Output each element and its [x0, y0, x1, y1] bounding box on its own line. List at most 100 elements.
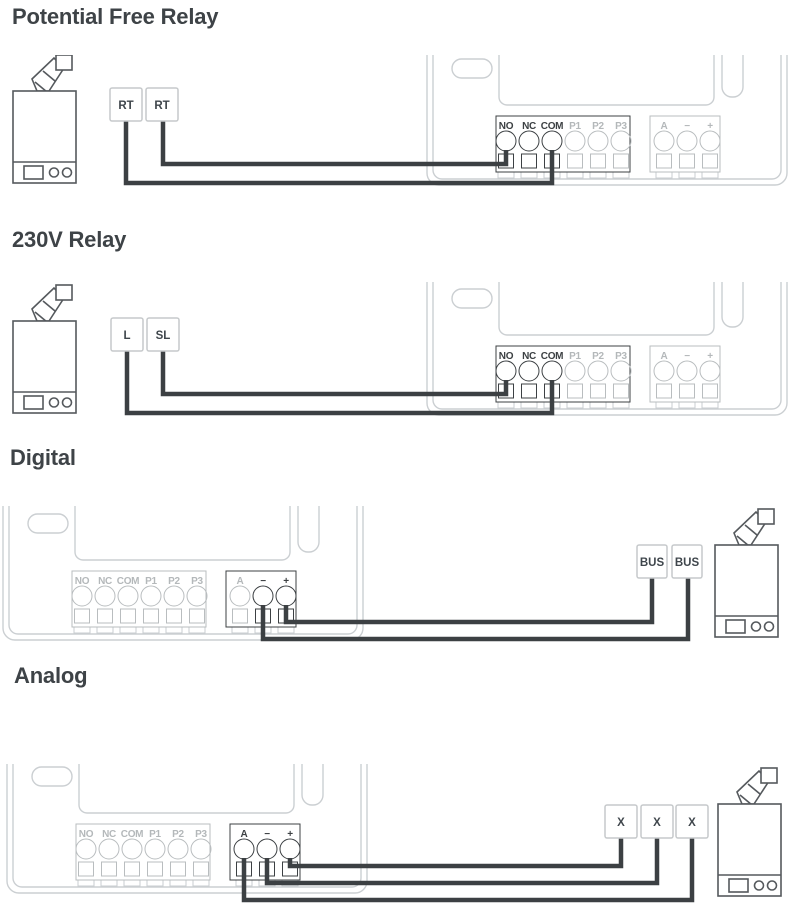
boiler-icon [714, 508, 779, 638]
terminal-box-label: RT [154, 100, 169, 112]
terminal-p3 [190, 838, 212, 877]
module-case [6, 764, 368, 894]
terminal-label-no: NO [79, 829, 94, 840]
relay-terminal-block: NO NC COM P1 P2 P3 [495, 345, 632, 409]
terminal-box-bus-1: BUS [636, 544, 668, 579]
diagram-analog: NO NC COM P1 P2 P3 A − + X [6, 764, 782, 903]
terminal-nc [518, 130, 540, 169]
terminal-p2 [587, 130, 609, 169]
terminal-box-x-1: X [604, 804, 638, 839]
control-module: NO NC COM P1 P2 P3 A − + [6, 764, 368, 894]
terminal-label-plus: + [287, 829, 293, 840]
terminal-label-com: COM [541, 121, 563, 132]
terminal-box-label: RT [118, 100, 133, 112]
terminal-plus [699, 130, 721, 169]
terminal-nc [94, 585, 116, 624]
wire-a-to-x3 [241, 838, 695, 903]
boiler-icon [12, 55, 77, 184]
section-title-potential-free-relay: Potential Free Relay [12, 4, 219, 29]
terminal-label-p2: P2 [592, 351, 604, 362]
terminal-box-rt-2: RT [145, 87, 179, 122]
terminal-label-nc: NC [98, 576, 112, 587]
boiler-icon [12, 284, 77, 414]
terminal-a [229, 585, 251, 624]
terminal-label-com: COM [121, 829, 143, 840]
terminal-box-label: X [617, 817, 625, 829]
control-module: NO NC COM P1 P2 P3 A − + [426, 55, 788, 186]
terminal-label-p3: P3 [195, 829, 207, 840]
terminal-a [653, 360, 675, 399]
bus-terminal-block: A − + [229, 823, 301, 887]
wire-rt1-to-com [123, 121, 555, 186]
terminal-box-l: L [110, 317, 144, 352]
terminal-box-sl: SL [146, 317, 180, 352]
terminal-label-p1: P1 [145, 576, 157, 587]
terminal-label-nc: NC [522, 121, 536, 132]
terminal-p1 [564, 130, 586, 169]
terminal-p1 [144, 838, 166, 877]
terminal-label-nc: NC [522, 351, 536, 362]
boiler-icon [717, 767, 782, 897]
relay-terminal-block: NO NC COM P1 P2 P3 [71, 570, 208, 634]
terminal-a [653, 130, 675, 169]
terminal-label-a: A [661, 351, 668, 362]
terminal-box-x-2: X [640, 804, 674, 839]
terminal-no [71, 585, 93, 624]
terminal-label-p3: P3 [615, 351, 627, 362]
terminal-label-minus: − [684, 121, 690, 132]
wire-minus-to-x2 [264, 838, 660, 886]
terminal-box-bus-2: BUS [671, 544, 703, 579]
terminal-label-a: A [241, 829, 248, 840]
wire-plus-to-bus1 [283, 578, 655, 625]
terminal-minus [676, 360, 698, 399]
terminal-p2 [587, 360, 609, 399]
wire-l-to-com [124, 351, 555, 416]
terminal-box-label: SL [156, 330, 171, 342]
terminal-box-label: X [688, 817, 696, 829]
terminal-box-label: L [123, 330, 130, 342]
terminal-com [117, 585, 139, 624]
terminal-label-nc: NC [102, 829, 116, 840]
terminal-label-com: COM [117, 576, 139, 587]
terminal-label-plus: + [283, 576, 289, 587]
terminal-p2 [167, 838, 189, 877]
terminal-p1 [564, 360, 586, 399]
terminal-label-no: NO [499, 351, 514, 362]
terminal-label-minus: − [684, 351, 690, 362]
terminal-p1 [140, 585, 162, 624]
terminal-label-com: COM [541, 351, 563, 362]
terminal-label-p2: P2 [592, 121, 604, 132]
terminal-plus [699, 360, 721, 399]
relay-terminal-block: NO NC COM P1 P2 P3 [75, 823, 212, 887]
terminal-label-p3: P3 [615, 121, 627, 132]
terminal-box-label: BUS [675, 557, 700, 569]
wire-rt2-to-no [160, 121, 509, 167]
control-module: NO NC COM P1 P2 P3 A − + [2, 506, 364, 641]
terminal-label-a: A [661, 121, 668, 132]
section-title-digital: Digital [10, 445, 76, 470]
bus-terminal-block: A − + [649, 345, 721, 409]
terminal-minus [676, 130, 698, 169]
terminal-label-no: NO [75, 576, 90, 587]
wire-minus-to-bus2 [260, 578, 691, 642]
terminal-p3 [610, 130, 632, 169]
terminal-label-p1: P1 [569, 351, 581, 362]
diagram-digital: NO NC COM P1 P2 P3 A − + BUS [2, 506, 779, 642]
terminal-p3 [610, 360, 632, 399]
terminal-label-plus: + [707, 121, 713, 132]
terminal-nc [518, 360, 540, 399]
terminal-p2 [163, 585, 185, 624]
terminal-box-label: BUS [640, 557, 665, 569]
bus-terminal-block: A − + [649, 115, 721, 179]
terminal-label-p3: P3 [191, 576, 203, 587]
terminal-box-rt-1: RT [109, 87, 143, 122]
terminal-label-minus: − [260, 576, 266, 587]
terminal-label-p1: P1 [569, 121, 581, 132]
terminal-label-no: NO [499, 121, 514, 132]
diagram-potential-free-relay: NO NC COM P1 P2 P3 A − + RT [12, 55, 788, 186]
control-module: NO NC COM P1 P2 P3 A − + [426, 282, 788, 416]
terminal-label-plus: + [707, 351, 713, 362]
terminal-box-label: X [653, 817, 661, 829]
terminal-nc [98, 838, 120, 877]
